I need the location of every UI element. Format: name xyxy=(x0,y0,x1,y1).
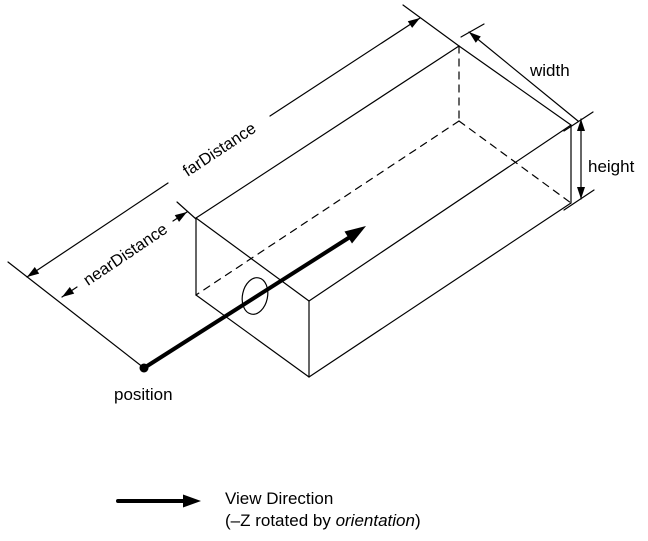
extension-line-far-plane xyxy=(402,4,460,47)
dimension-lines xyxy=(26,17,585,298)
legend-arrow-head xyxy=(183,494,201,508)
legend-view-direction-text: View Direction xyxy=(225,489,333,508)
box-hidden-edge-far-bottom xyxy=(458,120,572,204)
box-edge-long-bottom-right xyxy=(308,202,572,378)
near-distance-label: nearDistance xyxy=(80,220,171,289)
near-distance-dimension-upper xyxy=(172,211,188,222)
view-direction-legend-arrow-icon xyxy=(116,494,201,508)
extension-tick-width xyxy=(460,23,485,38)
view-direction-arrow-shaft xyxy=(142,235,352,370)
legend: View Direction (–Z rotated by orientatio… xyxy=(116,489,421,530)
extension-line-position xyxy=(7,261,145,369)
width-label: width xyxy=(529,61,570,80)
width-dimension-line xyxy=(468,31,579,122)
box-edge-long-top-right xyxy=(308,124,572,302)
near-plane-circle xyxy=(241,277,269,315)
legend-line2-italic: orientation xyxy=(336,511,415,530)
box-edge-near-bottom xyxy=(195,294,310,378)
view-direction-arrow-head xyxy=(344,226,366,244)
far-distance-label: farDistance xyxy=(180,119,260,180)
far-distance-dimension-upper xyxy=(269,17,421,117)
near-distance-dimension-lower xyxy=(61,286,78,298)
position-label: position xyxy=(114,385,173,404)
legend-orientation-text: (–Z rotated by orientation) xyxy=(225,511,421,530)
far-distance-dimension-lower xyxy=(26,182,169,278)
box-edge-long-top-left xyxy=(195,45,460,219)
legend-line2-prefix: (–Z rotated by xyxy=(225,511,336,530)
box-edge-near-top xyxy=(195,217,310,302)
view-volume-box xyxy=(195,45,572,378)
extension-lines xyxy=(7,4,595,369)
extension-tick-near-plane xyxy=(176,201,197,220)
box-hidden-edge-long-bottom-left xyxy=(195,120,460,296)
height-label: height xyxy=(588,157,635,176)
extension-tick-far-top xyxy=(563,111,594,132)
view-direction-arrow xyxy=(139,226,366,373)
box-edge-far-top xyxy=(458,45,572,126)
extension-tick-far-bottom xyxy=(563,189,595,211)
legend-line2-suffix: ) xyxy=(415,511,421,530)
